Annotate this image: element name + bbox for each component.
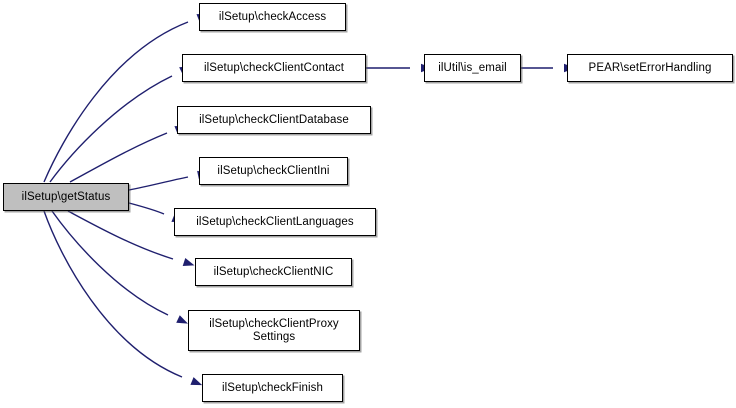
- edge-getStatus-checkClientNIC: [67, 210, 174, 260]
- graph-node-getStatus[interactable]: ilSetup\getStatus: [3, 183, 129, 211]
- edge-getStatus-checkClientLanguages: [128, 202, 165, 215]
- edge-getStatus-checkClientNIC-arrowhead-icon: [182, 258, 195, 266]
- graph-node-is_email[interactable]: ilUtil\is_email: [424, 54, 521, 82]
- graph-node-checkClientDatabase[interactable]: ilSetup\checkClientDatabase: [177, 106, 371, 134]
- graph-node-checkClientNIC[interactable]: ilSetup\checkClientNIC: [195, 258, 352, 286]
- edge-getStatus-checkAccess: [43, 21, 189, 183]
- edge-getStatus-checkClientDatabase: [69, 132, 168, 183]
- edge-getStatus-checkClientContact: [49, 75, 173, 183]
- graph-node-checkClientLanguages[interactable]: ilSetup\checkClientLanguages: [174, 208, 376, 236]
- graph-node-checkClientIni[interactable]: ilSetup\checkClientIni: [199, 157, 348, 185]
- edge-getStatus-checkClientProxy: [51, 210, 169, 316]
- graph-node-checkClientProxy[interactable]: ilSetup\checkClientProxy Settings: [188, 310, 360, 351]
- graph-node-checkAccess[interactable]: ilSetup\checkAccess: [199, 3, 346, 31]
- edge-getStatus-checkClientProxy-arrowhead-icon: [176, 315, 188, 324]
- graph-node-checkFinish[interactable]: ilSetup\checkFinish: [202, 374, 343, 402]
- edge-getStatus-checkFinish-arrowhead-icon: [190, 377, 203, 386]
- graph-node-setErrorHandling[interactable]: PEAR\setErrorHandling: [567, 54, 733, 82]
- edge-getStatus-checkFinish: [43, 210, 183, 378]
- graph-node-checkClientContact[interactable]: ilSetup\checkClientContact: [182, 54, 366, 82]
- edge-getStatus-checkClientIni: [128, 176, 189, 191]
